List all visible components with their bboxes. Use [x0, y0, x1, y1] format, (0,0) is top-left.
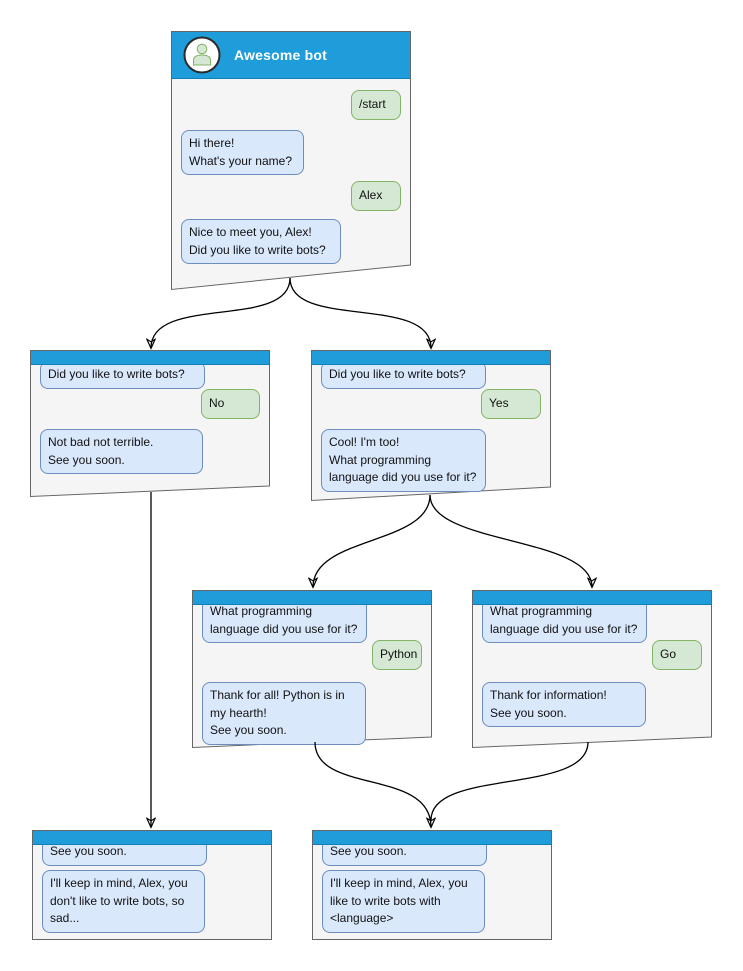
bot-message: Did you like to write bots? [321, 361, 486, 389]
arrow-yes-to-python [313, 494, 431, 587]
bot-message: Hi there! What's your name? [181, 130, 304, 175]
bot-message: What programming language did you use fo… [482, 598, 647, 643]
bot-message: I'll keep in mind, Alex, you don't like … [42, 870, 205, 933]
chat-window-branch-python: What programming language did you use fo… [192, 590, 432, 749]
user-message: Go [652, 640, 702, 670]
chat-window-start: Awesome bot /start Hi there! What's your… [171, 31, 411, 291]
window-titlebar: Awesome bot [172, 32, 410, 79]
chat-window-branch-no: Did you like to write bots? No Not bad n… [30, 350, 270, 498]
arrow-go-to-end [430, 741, 589, 821]
window-titlebar [473, 591, 711, 605]
bot-message: Thank for all! Python is in my hearth! S… [202, 682, 366, 745]
bot-message: Thank for information! See you soon. [482, 682, 646, 727]
chat-window-end-no: See you soon. I'll keep in mind, Alex, y… [32, 830, 272, 940]
arrow-yes-to-go [429, 494, 592, 587]
bot-message: Nice to meet you, Alex! Did you like to … [181, 219, 341, 264]
user-message: No [201, 389, 260, 419]
bot-message: What programming language did you use fo… [202, 598, 367, 643]
bot-message: Did you like to write bots? [40, 361, 205, 389]
window-title: Awesome bot [234, 47, 327, 63]
chat-window-end-yes: See you soon. I'll keep in mind, Alex, y… [312, 830, 552, 940]
chat-window-branch-yes: Did you like to write bots? Yes Cool! I'… [311, 350, 551, 502]
user-message: Python [372, 640, 422, 670]
window-titlebar [33, 831, 271, 845]
user-message: Alex [351, 181, 401, 211]
chat-window-branch-go: What programming language did you use fo… [472, 590, 712, 749]
bot-message: I'll keep in mind, Alex, you like to wri… [322, 870, 485, 933]
window-titlebar [312, 351, 550, 365]
bot-message: Cool! I'm too! What programming language… [321, 429, 486, 492]
bot-message: Not bad not terrible. See you soon. [40, 429, 203, 474]
bot-avatar-icon [183, 36, 221, 74]
window-titlebar [313, 831, 551, 845]
arrow-python-to-end [314, 741, 431, 827]
window-titlebar [193, 591, 431, 605]
window-titlebar [31, 351, 269, 365]
user-message: Yes [481, 389, 541, 419]
user-message: /start [351, 90, 401, 120]
